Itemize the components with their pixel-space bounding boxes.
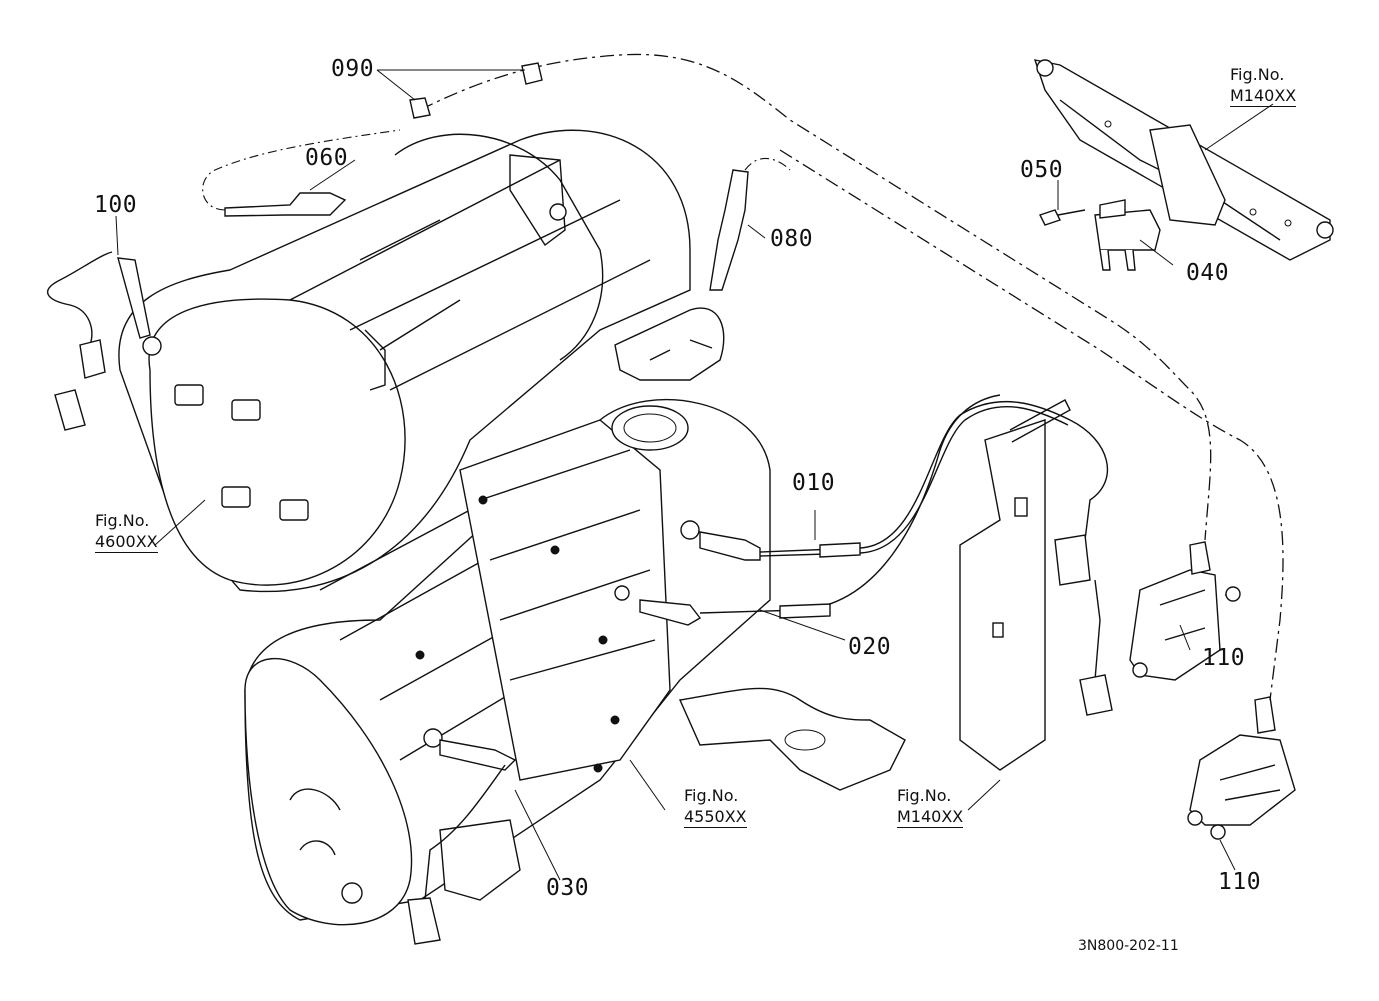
- figure-ref-4550xx: Fig.No. 4550XX: [684, 785, 747, 828]
- figure-ref-caption: Fig.No.: [684, 786, 739, 805]
- lower-doc-canister: [244, 399, 771, 926]
- temperature-sensor-060: [202, 129, 401, 217]
- figure-ref-caption: Fig.No.: [1230, 65, 1285, 84]
- part-label-020: 020: [848, 634, 892, 660]
- figure-ref-number: 4550XX: [684, 807, 747, 828]
- part-label-010: 010: [792, 470, 836, 496]
- part-label-080: 080: [770, 226, 814, 252]
- figure-ref-4600xx: Fig.No. 4600XX: [95, 510, 158, 553]
- wiring-harness: [419, 53, 1284, 701]
- drawing-code: 3N800-202-11: [1078, 938, 1179, 954]
- part-label-110-upper: 110: [1202, 645, 1246, 671]
- part-label-110-lower: 110: [1218, 869, 1262, 895]
- figure-ref-number: 4600XX: [95, 532, 158, 553]
- temperature-sensor-020: [639, 394, 1113, 716]
- leader-lines: [115, 69, 1274, 881]
- figure-ref-caption: Fig.No.: [95, 511, 150, 530]
- part-label-030: 030: [546, 875, 590, 901]
- figure-ref-m140xx-lower: Fig.No. M140XX: [897, 785, 964, 828]
- mounting-frame: [1033, 59, 1334, 261]
- part-label-060: 060: [305, 145, 349, 171]
- lower-outlet-pipe: [678, 687, 906, 791]
- nox-sensor-module-upper: [1129, 541, 1241, 681]
- clip-090: [409, 62, 543, 119]
- upper-dpf-canister: [118, 129, 691, 593]
- nox-sensor-module-lower: [1187, 696, 1296, 840]
- temperature-sensor-100: [47, 251, 151, 431]
- temperature-sensor-030: [407, 534, 1091, 945]
- part-label-100: 100: [94, 192, 138, 218]
- part-label-040: 040: [1186, 260, 1230, 286]
- figure-ref-number: M140XX: [897, 807, 964, 828]
- figure-ref-caption: Fig.No.: [897, 786, 952, 805]
- part-label-050: 050: [1020, 157, 1064, 183]
- upper-outlet-flange: [614, 307, 725, 381]
- differential-pressure-sensor: [1039, 199, 1161, 271]
- figure-ref-m140xx-upper: Fig.No. M140XX: [1230, 64, 1297, 107]
- part-label-090: 090: [331, 56, 375, 82]
- temperature-sensor-010: [699, 400, 1109, 561]
- sensor-080: [709, 158, 791, 291]
- figure-ref-number: M140XX: [1230, 86, 1297, 107]
- sensor-bracket: [959, 399, 1071, 771]
